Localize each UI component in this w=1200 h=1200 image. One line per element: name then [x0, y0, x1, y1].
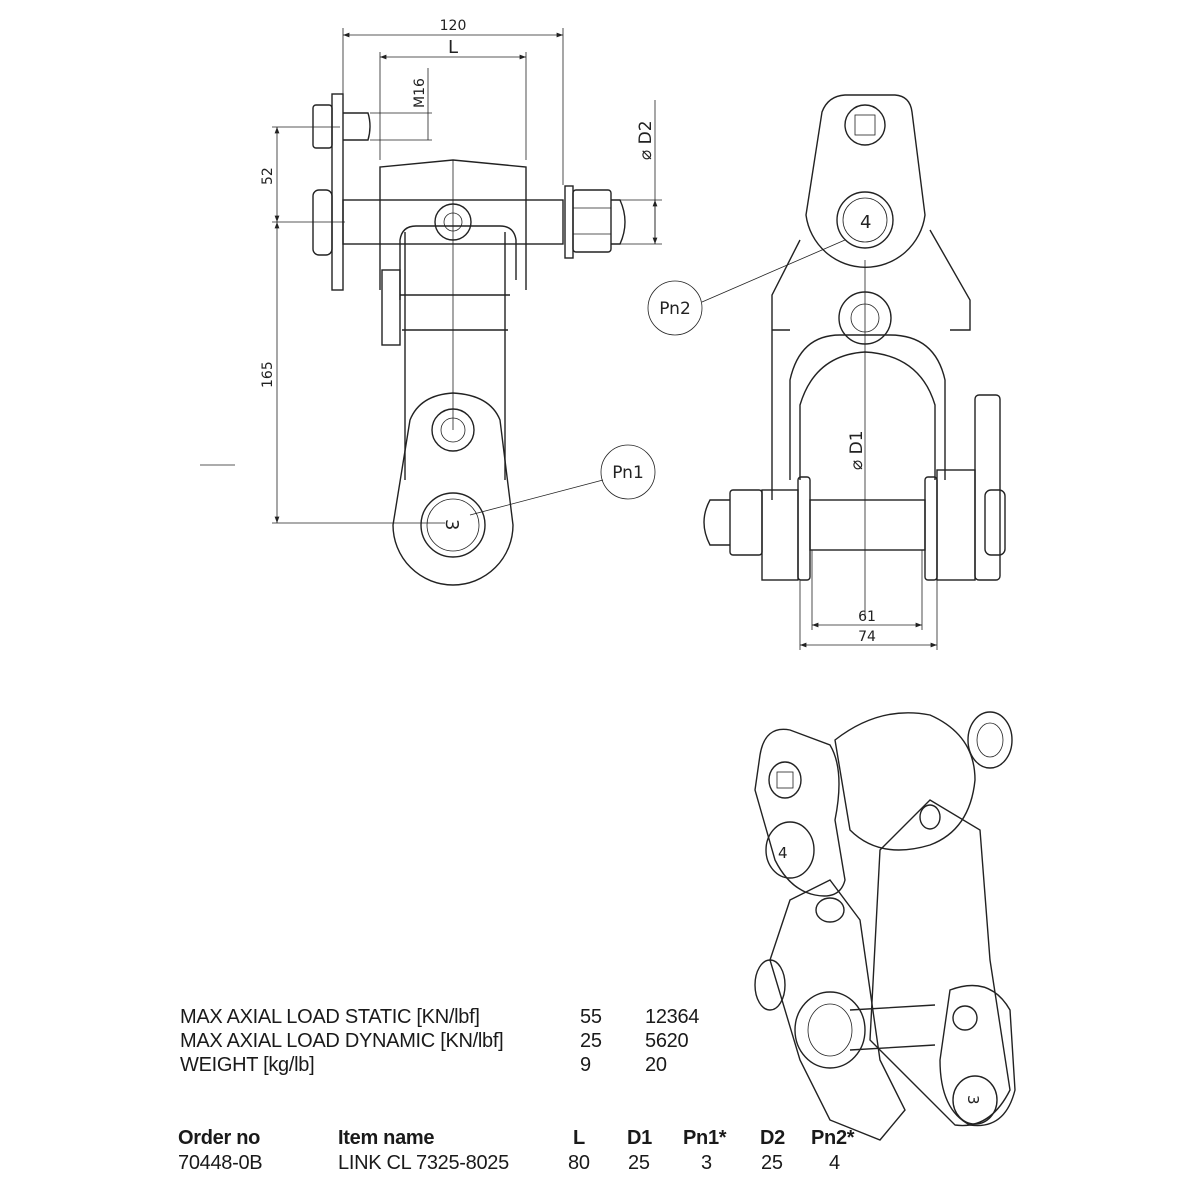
- cell-D2: 25: [761, 1152, 783, 1174]
- pin-3-mark: 3: [441, 519, 462, 530]
- dim-M16: M16: [412, 78, 428, 108]
- dim-52: 52: [260, 167, 276, 185]
- spec-label: MAX AXIAL LOAD STATIC [KN/lbf]: [180, 1006, 480, 1028]
- cell-D1: 25: [628, 1152, 650, 1174]
- header-Pn2: Pn2*: [811, 1127, 855, 1149]
- header-L: L: [573, 1127, 585, 1149]
- header-item-name: Item name: [338, 1127, 435, 1149]
- front-view: 4 Pn2 ⌀ D1 61 74: [647, 94, 1006, 650]
- dim-120: 120: [440, 18, 467, 34]
- dim-74: 74: [858, 629, 876, 645]
- callout-pn1: Pn1: [612, 463, 644, 483]
- pin-4-mark: 4: [860, 212, 871, 233]
- iso-pin-4-mark: 4: [778, 844, 788, 862]
- isometric-view: 4 3: [754, 711, 1016, 1141]
- spec-label: MAX AXIAL LOAD DYNAMIC [KN/lbf]: [180, 1030, 504, 1052]
- callout-pn2: Pn2: [659, 299, 691, 319]
- spec-imperial: 5620: [645, 1030, 689, 1052]
- cell-order-no: 70448-0B: [178, 1152, 263, 1174]
- iso-pin-3-mark: 3: [964, 1095, 982, 1105]
- dim-D1: ⌀ D1: [847, 430, 867, 470]
- header-D2: D2: [760, 1127, 785, 1149]
- header-Pn1: Pn1*: [683, 1127, 727, 1149]
- dim-L: L: [448, 37, 458, 58]
- side-view: 120 L M16 52 165 ⌀ D2: [200, 18, 662, 586]
- dim-165: 165: [260, 361, 276, 388]
- cell-L: 80: [568, 1152, 590, 1174]
- dim-61: 61: [858, 609, 876, 625]
- header-D1: D1: [627, 1127, 652, 1149]
- cell-Pn2: 4: [829, 1152, 840, 1174]
- dim-D2: ⌀ D2: [636, 120, 656, 160]
- spec-metric: 25: [580, 1030, 602, 1052]
- spec-label: WEIGHT [kg/lb]: [180, 1054, 315, 1076]
- header-order-no: Order no: [178, 1127, 261, 1149]
- spec-metric: 9: [580, 1054, 591, 1076]
- spec-imperial: 12364: [645, 1006, 700, 1028]
- cell-item-name: LINK CL 7325-8025: [338, 1152, 509, 1174]
- spec-imperial: 20: [645, 1054, 667, 1076]
- spec-metric: 55: [580, 1006, 602, 1028]
- cell-Pn1: 3: [701, 1152, 712, 1174]
